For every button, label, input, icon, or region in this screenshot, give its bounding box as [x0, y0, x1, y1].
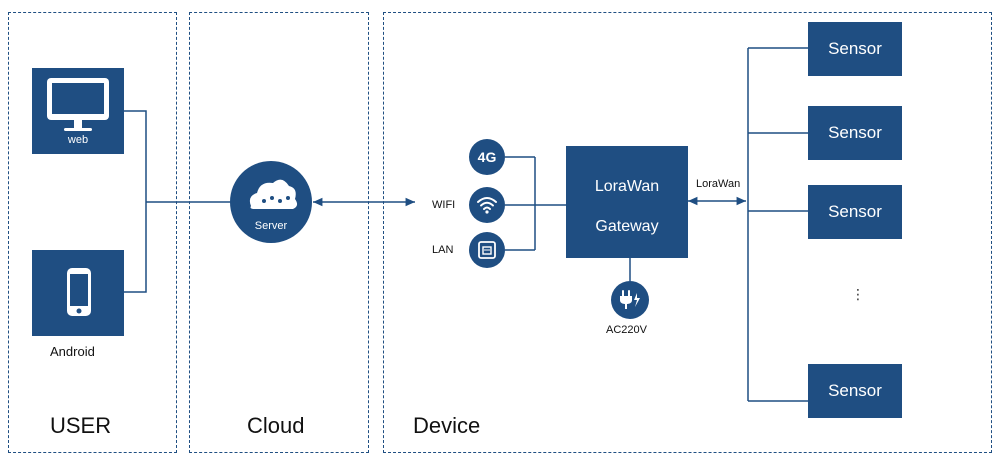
wifi-icon [477, 197, 497, 214]
user-zone [8, 12, 177, 453]
sensor-box: Sensor [808, 185, 902, 239]
4g-node: 4G [469, 139, 505, 175]
gateway-title-line2: Gateway [595, 218, 659, 235]
more-sensors-ellipsis: ⋮ [851, 286, 865, 302]
cloud-icon [249, 179, 298, 209]
lorawan-link-label: LoraWan [696, 178, 741, 190]
sensor-box: Sensor [808, 106, 902, 160]
ethernet-port-icon [478, 241, 496, 259]
4g-icon: 4G [477, 149, 497, 165]
lorawan-gateway-box: LoraWan Gateway [566, 146, 688, 258]
monitor-icon [47, 78, 109, 131]
user-zone-label: USER [50, 413, 112, 438]
server-node: Server [230, 161, 312, 243]
device-zone [383, 12, 992, 453]
server-label: Server [254, 220, 288, 232]
web-client-box: web [32, 68, 124, 154]
web-label: web [67, 134, 89, 146]
sensor-box: Sensor [808, 364, 902, 418]
lan-node [469, 232, 505, 268]
sensor-box: Sensor [808, 22, 902, 76]
power-label: AC220V [606, 324, 647, 336]
cloud-zone [189, 12, 369, 453]
wifi-label: WIFI [432, 199, 456, 211]
smartphone-icon [67, 268, 91, 316]
wifi-node [469, 187, 505, 223]
cloud-zone-label: Cloud [247, 413, 305, 438]
power-plug-icon [620, 290, 640, 309]
android-label: Android [50, 344, 95, 359]
gateway-title-line1: LoraWan [594, 178, 660, 195]
lan-label: LAN [432, 244, 454, 256]
power-node [611, 281, 649, 319]
device-zone-label: Device [413, 413, 481, 438]
android-client-box [32, 250, 124, 336]
